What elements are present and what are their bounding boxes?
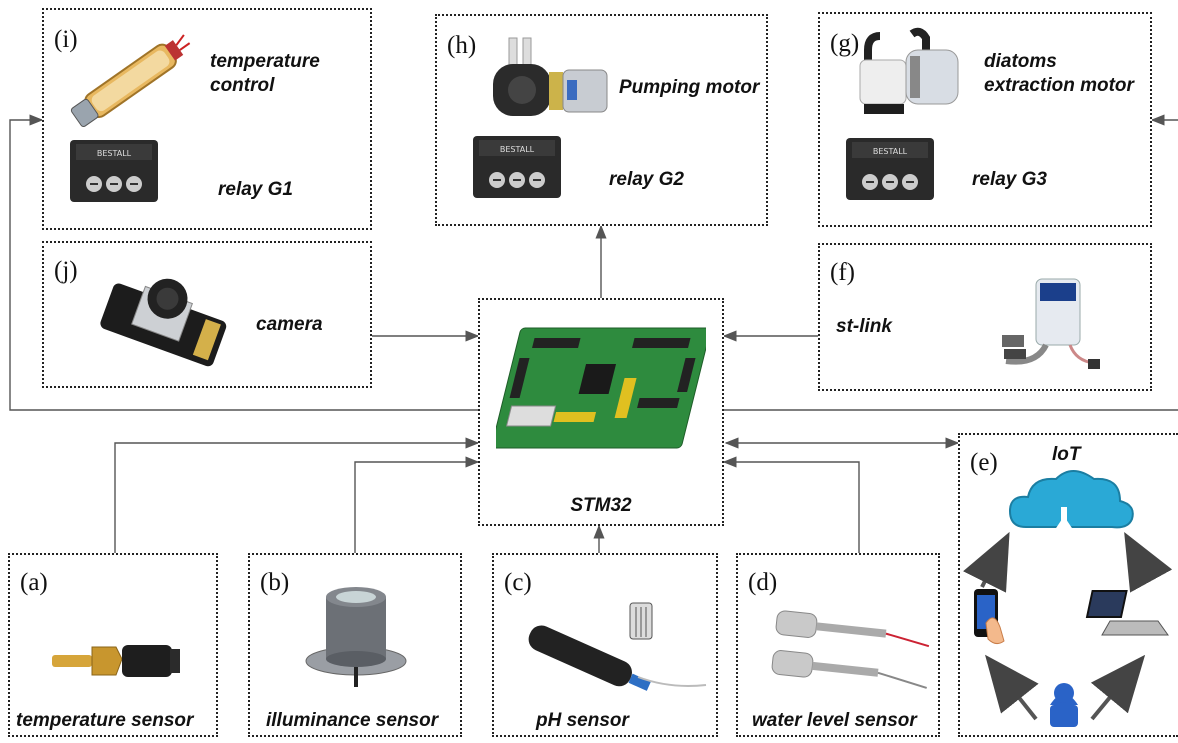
label-relay-g1: relay G1 (218, 179, 293, 200)
module-ph-sensor: (c) pH sensor (492, 553, 718, 737)
worker-icon (1050, 683, 1078, 727)
tag-j: (j) (54, 257, 78, 284)
module-diatoms-extraction-motor: (g) diatoms extraction motor BESTALL rel… (818, 12, 1152, 227)
diaphragm-pump-icon (859, 27, 959, 114)
module-water-level-sensor: (d) water level sensor (736, 553, 940, 737)
label-water-level-sensor: water level sensor (752, 710, 917, 731)
laptop-icon (1085, 590, 1169, 636)
svg-text:BESTALL: BESTALL (500, 145, 535, 154)
label-ph-sensor: pH sensor (536, 710, 629, 731)
tag-e: (e) (970, 449, 998, 476)
phone-icon (974, 589, 1005, 645)
tag-d: (d) (748, 569, 778, 596)
module-stm32: STM32 (478, 298, 724, 526)
camera-module-icon (100, 278, 227, 367)
tag-h: (h) (447, 32, 477, 59)
label-temperature-sensor: temperature sensor (16, 710, 194, 731)
label-diatoms-extraction-motor: diatoms extraction motor (984, 51, 1134, 96)
peristaltic-pump-icon (493, 37, 608, 116)
svg-text:BESTALL: BESTALL (97, 149, 132, 158)
light-sensor-icon (305, 587, 407, 687)
label-relay-g2: relay G2 (609, 169, 684, 190)
module-pumping-motor: (h) Pumping motor BESTALL relay G2 (435, 14, 768, 226)
cloud-icon (1008, 470, 1134, 555)
relay-icon: BESTALL (70, 140, 158, 202)
label-stm32: STM32 (570, 495, 632, 516)
tag-c: (c) (504, 569, 532, 596)
module-temperature-sensor: (a) temperature sensor (8, 553, 218, 737)
module-st-link: (f) st-link (818, 243, 1152, 391)
label-illuminance-sensor: illuminance sensor (266, 710, 439, 731)
module-camera: (j) camera (42, 241, 372, 388)
label-pumping-motor: Pumping motor (619, 77, 760, 98)
tag-a: (a) (20, 569, 48, 596)
tag-b: (b) (260, 569, 290, 596)
svg-text:BESTALL: BESTALL (873, 147, 908, 156)
relay-icon: BESTALL (473, 136, 561, 198)
tag-g: (g) (830, 30, 860, 57)
float-switch-icon (771, 610, 930, 689)
label-relay-g3: relay G3 (972, 169, 1047, 190)
label-camera: camera (256, 314, 323, 335)
module-temperature-control: (i) temperature control BESTALL relay G1 (42, 8, 372, 230)
module-illuminance-sensor: (b) illuminance sensor (248, 553, 462, 737)
ph-probe-icon (528, 602, 707, 691)
label-st-link: st-link (836, 316, 892, 337)
iot-network-icon (963, 470, 1173, 727)
st-link-icon (1002, 278, 1100, 369)
module-iot: (e) loT (958, 433, 1178, 737)
stm32-board-icon (496, 327, 706, 449)
label-temperature-control: temperature control (210, 51, 320, 96)
heater-icon (70, 34, 191, 128)
label-iot: loT (1052, 444, 1081, 465)
relay-icon: BESTALL (846, 138, 934, 200)
temperature-probe-icon (52, 645, 180, 677)
tag-i: (i) (54, 26, 78, 53)
tag-f: (f) (830, 259, 855, 286)
